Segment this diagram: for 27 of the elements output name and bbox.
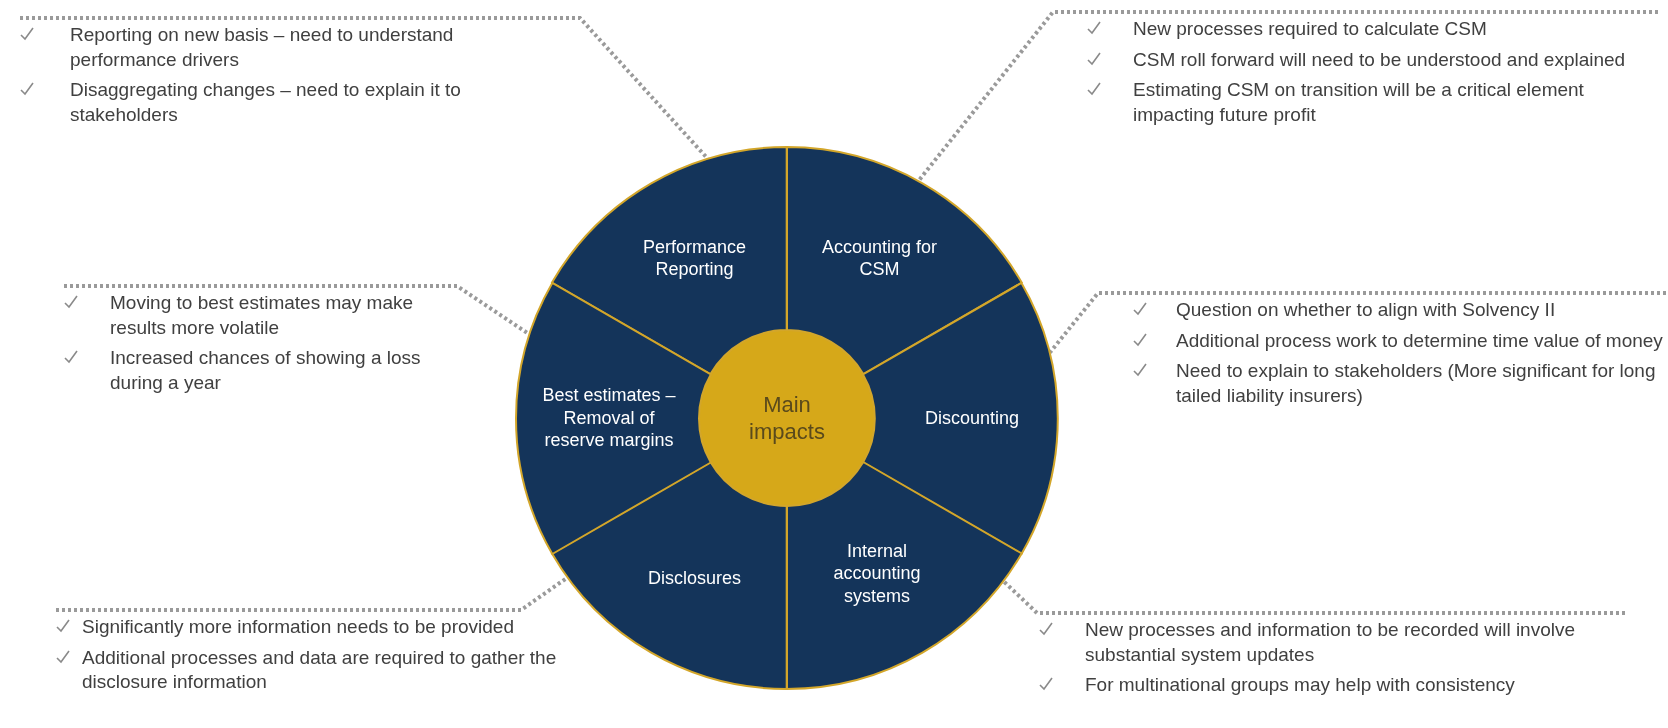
bullet-text: Moving to best estimates may make results more volatile bbox=[110, 291, 415, 340]
bullet-text: Increased chances of showing a loss during a year bbox=[110, 346, 422, 396]
bullet-text: Reporting on new basis – need to understand performance drivers bbox=[70, 23, 455, 72]
segment-label: Discounting bbox=[923, 406, 1020, 430]
segment-label: Accounting for CSM bbox=[820, 235, 939, 281]
bullet-text: CSM roll forward will need to be understood and explained bbox=[1133, 47, 1627, 72]
bullet-text: Disaggregating changes – need to explain it to stakeholders bbox=[70, 78, 462, 128]
bullet-text: New processes required to calculate CSM bbox=[1133, 17, 1488, 41]
bullet-text: Additional process work to determine time value of money bbox=[1176, 328, 1664, 353]
bullet-text: For multinational groups may help with consistency bbox=[1085, 673, 1516, 698]
bullet-text: Additional processes and data are required to gather the disclosure information bbox=[82, 645, 558, 695]
bullet-text: Estimating CSM on transition will be a critical element impacting future profit bbox=[1133, 78, 1585, 128]
leader-line bbox=[1002, 579, 1625, 615]
segment-label: Internal accounting systems bbox=[832, 540, 922, 608]
segment-label: Best estimates – Removal of reserve margins bbox=[541, 384, 677, 452]
center-label: Main impacts bbox=[748, 390, 826, 446]
segment-label: Disclosures bbox=[646, 566, 742, 590]
bullet-text: New processes and information to be recorded will involve substantial system updates bbox=[1085, 618, 1577, 667]
segment-label: Performance Reporting bbox=[641, 235, 747, 281]
bullet-text: Question on whether to align with Solvency II bbox=[1176, 298, 1557, 322]
leader-line bbox=[916, 10, 1658, 183]
bullet-text: Significantly more information needs to be provided bbox=[82, 615, 515, 639]
leader-line bbox=[56, 575, 569, 612]
leader-line bbox=[20, 16, 710, 161]
leader-line bbox=[1048, 291, 1666, 354]
bullet-text: Need to explain to stakeholders (More significant for long tailed liability insurers) bbox=[1176, 359, 1657, 409]
leader-line bbox=[64, 284, 531, 336]
